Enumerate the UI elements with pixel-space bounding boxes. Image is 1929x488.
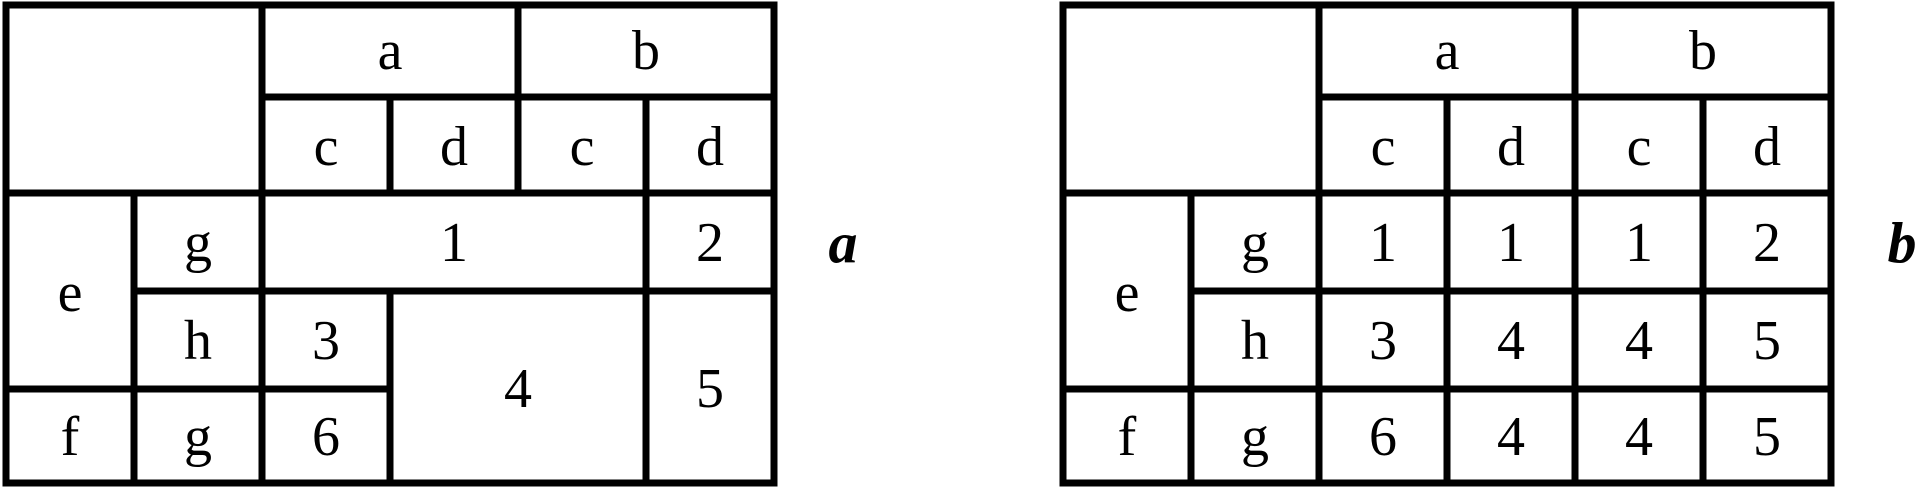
table-b-cell-r2c3: 4: [1625, 310, 1653, 372]
table-b-cell-r3c2: 4: [1497, 406, 1525, 468]
table-b-cell-r2c1: 3: [1369, 310, 1397, 372]
table-b-caption: b: [1888, 211, 1917, 276]
table-a-cell-1: 1: [440, 212, 468, 274]
table-b-grid: [1059, 1, 1835, 487]
table-a-caption: a: [829, 211, 858, 276]
table-b-cell-r3c3: 4: [1625, 406, 1653, 468]
table-b-subheader-c1: c: [1371, 116, 1396, 178]
table-a-cell-6: 6: [312, 406, 340, 468]
table-a-cell-4: 4: [504, 358, 532, 420]
table-a-row-header-f: f: [61, 406, 80, 468]
table-a-header-a: a: [378, 20, 403, 82]
table-b-cell-r1c2: 1: [1497, 212, 1525, 274]
table-a-row-header-g2: g: [184, 406, 212, 468]
table-b-row-header-e: e: [1115, 262, 1140, 324]
table-b-row-header-g1: g: [1241, 212, 1269, 274]
table-b-cell-r1c4: 2: [1753, 212, 1781, 274]
table-b-row-header-f: f: [1118, 406, 1137, 468]
table-b-cell-r2c2: 4: [1497, 310, 1525, 372]
table-b-cell-r2c4: 5: [1753, 310, 1781, 372]
table-b-subheader-d1: d: [1497, 116, 1525, 178]
table-b-header-a: a: [1435, 20, 1460, 82]
table-a-cell-5: 5: [696, 358, 724, 420]
table-b-row-header-g2: g: [1241, 406, 1269, 468]
table-a-subheader-c2: c: [570, 116, 595, 178]
table-a-row-header-e: e: [58, 262, 83, 324]
table-b-cell-r1c1: 1: [1369, 212, 1397, 274]
table-b-subheader-d2: d: [1753, 116, 1781, 178]
table-a-grid: [2, 1, 778, 487]
table-b-cell-r3c4: 5: [1753, 406, 1781, 468]
table-b-header-b: b: [1689, 20, 1717, 82]
table-b-subheader-c2: c: [1627, 116, 1652, 178]
table-a-subheader-c1: c: [314, 116, 339, 178]
table-a-header-b: b: [632, 20, 660, 82]
table-a-subheader-d1: d: [440, 116, 468, 178]
table-b-row-header-h: h: [1241, 310, 1269, 372]
table-a-row-header-g1: g: [184, 212, 212, 274]
table-a-cell-3: 3: [312, 310, 340, 372]
table-b-cell-r1c3: 1: [1625, 212, 1653, 274]
table-b-cell-r3c1: 6: [1369, 406, 1397, 468]
table-a-cell-2: 2: [696, 212, 724, 274]
table-a-subheader-d2: d: [696, 116, 724, 178]
table-a-row-header-h: h: [184, 310, 212, 372]
